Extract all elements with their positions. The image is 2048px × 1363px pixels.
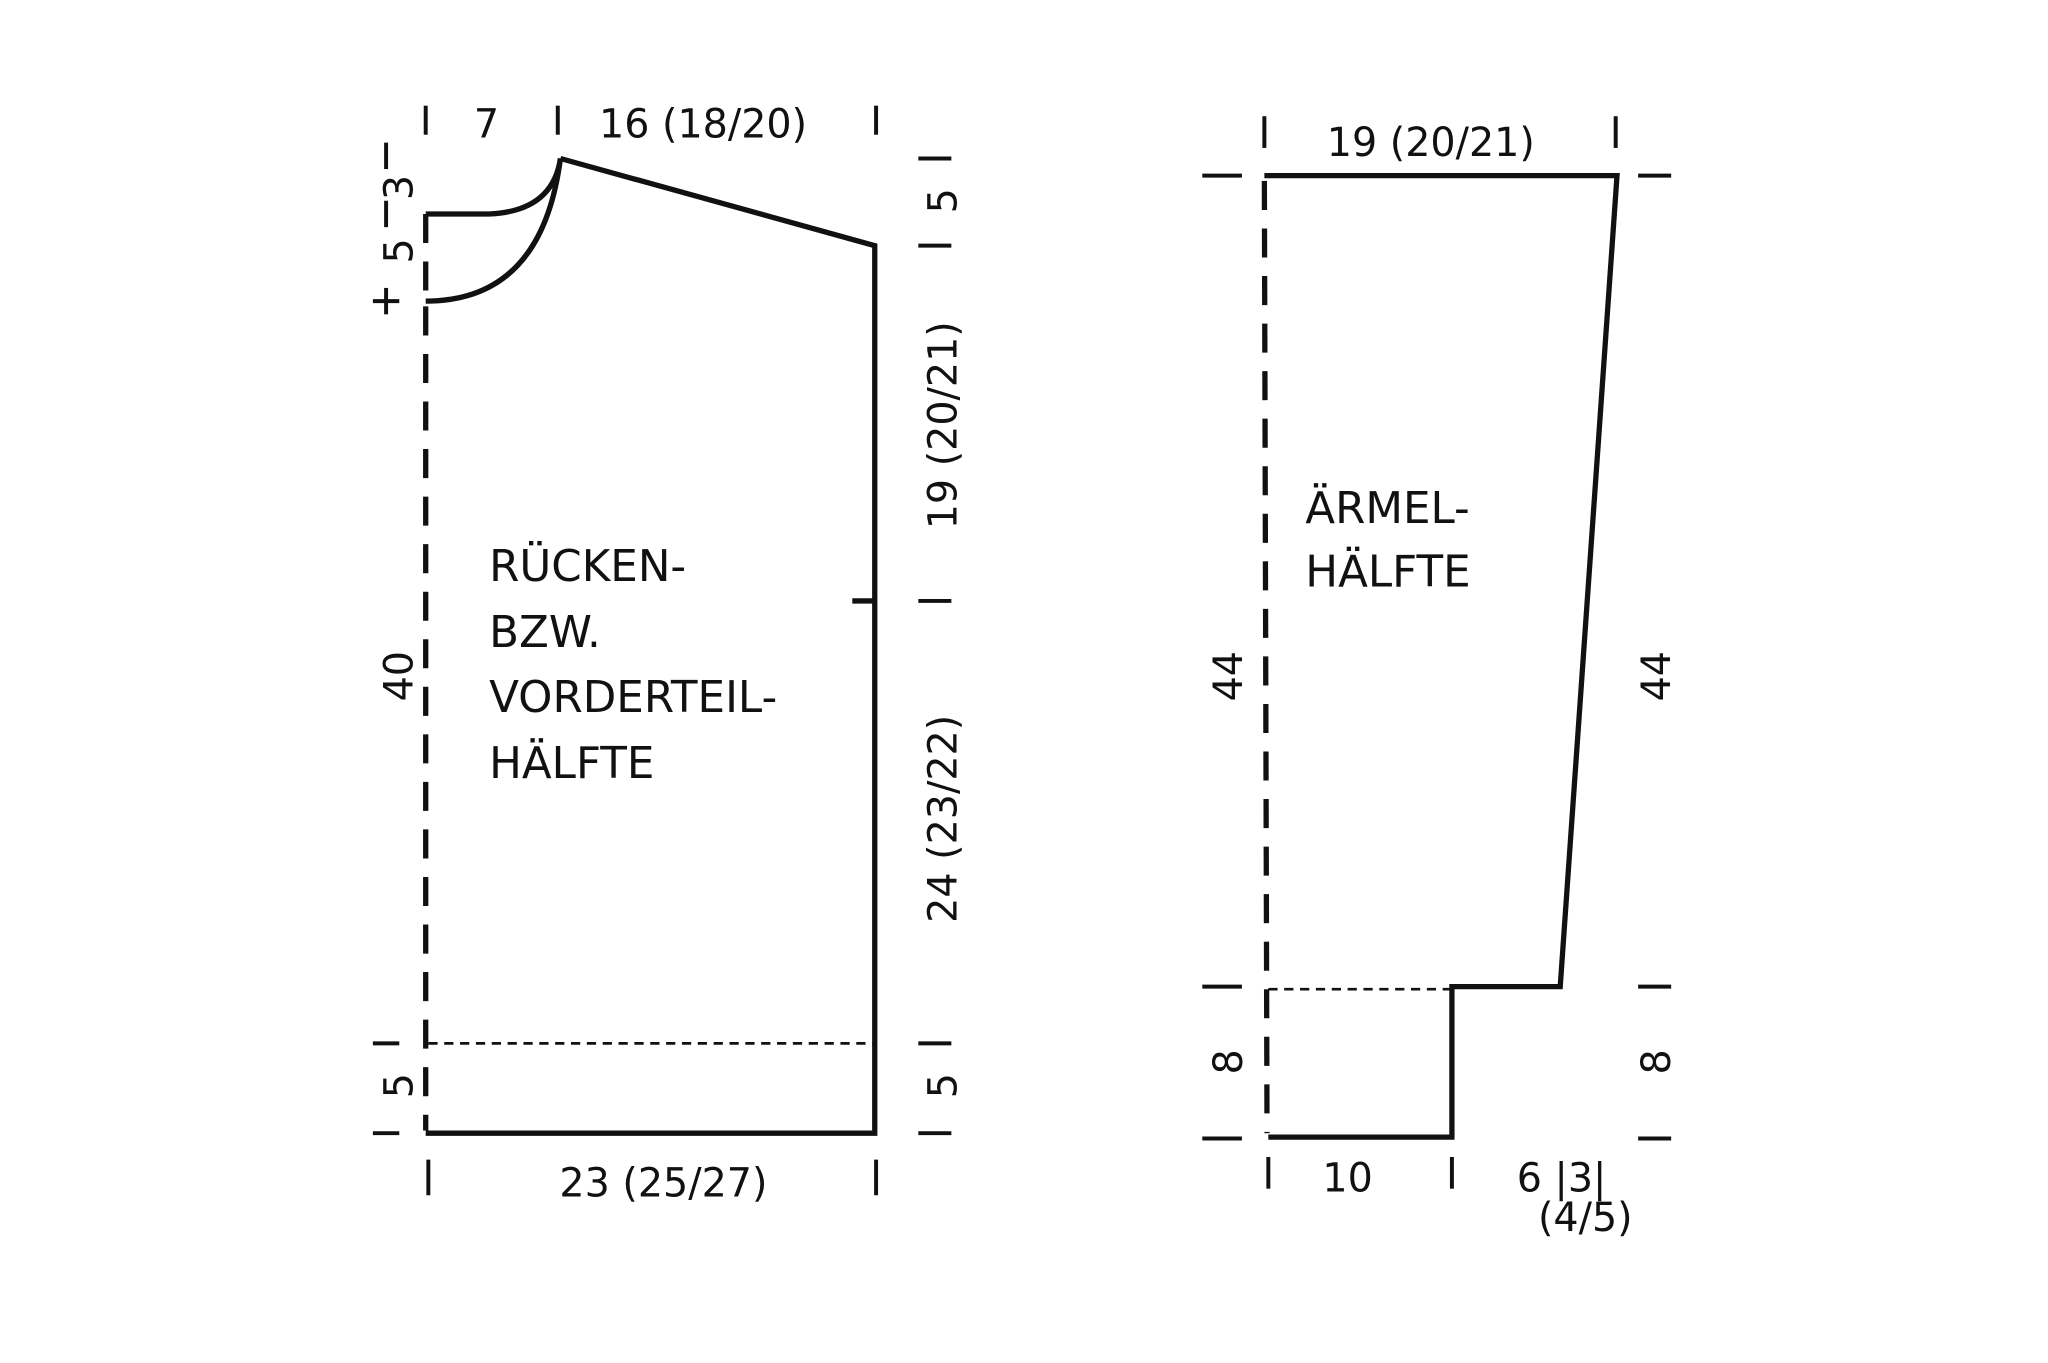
dim-body-length: 40 [376, 651, 422, 701]
sleeve-fold-line [1261, 180, 1270, 1134]
dim-sleeve-length-right: 44 [1634, 651, 1680, 701]
sleeve-ticks [1202, 116, 1672, 1189]
dim-sleeve-top: 19 (20/21) [1327, 120, 1535, 166]
body-label-line: VORDERTEIL- [489, 673, 777, 723]
dim-sleeve-length-left: 44 [1206, 651, 1252, 701]
neckline-back-curve [425, 158, 564, 304]
dim-sleeve-increase-sizes: (4/5) [1538, 1195, 1633, 1241]
dim-neck-depth-front: 3 [376, 175, 422, 200]
dim-shoulder-drop: 5 [921, 188, 967, 213]
dim-hem-right: 5 [921, 1073, 967, 1098]
dim-armhole: 19 (20/21) [921, 321, 967, 529]
dim-cuff-right: 8 [1634, 1049, 1680, 1074]
neckline-front-curve [425, 158, 564, 217]
dim-sleeve-increase: 6 |3| [1517, 1155, 1607, 1201]
dim-body-width: 23 (25/27) [559, 1161, 767, 1207]
sleeve-outline [1264, 173, 1620, 1140]
body-ticks [372, 105, 952, 1196]
dim-cuff-left: 8 [1206, 1049, 1252, 1074]
body-label-line: HÄLFTE [489, 737, 654, 789]
sleeve-piece: 19 (20/21) 44 44 8 8 10 6 |3| (4/5) ÄRME… [1202, 116, 1680, 1241]
dim-shoulder-width: 16 (18/20) [599, 101, 807, 147]
body-outline [425, 155, 878, 1136]
body-label-line: RÜCKEN- [489, 540, 686, 592]
body-piece: 7 16 (18/20) 3 5 40 5 5 19 (20/21) 24 (2… [372, 101, 967, 1207]
sleeve-label-line: ÄRMEL- [1305, 482, 1469, 534]
sleeve-label-line: HÄLFTE [1305, 545, 1470, 597]
dim-side: 24 (23/22) [921, 715, 967, 923]
dim-hem-left: 5 [376, 1073, 422, 1098]
body-label-line: BZW. [489, 608, 601, 658]
dim-neck-width: 7 [474, 101, 499, 147]
dim-neck-depth-back: 5 [376, 238, 422, 263]
dim-cuff-width: 10 [1322, 1155, 1372, 1201]
